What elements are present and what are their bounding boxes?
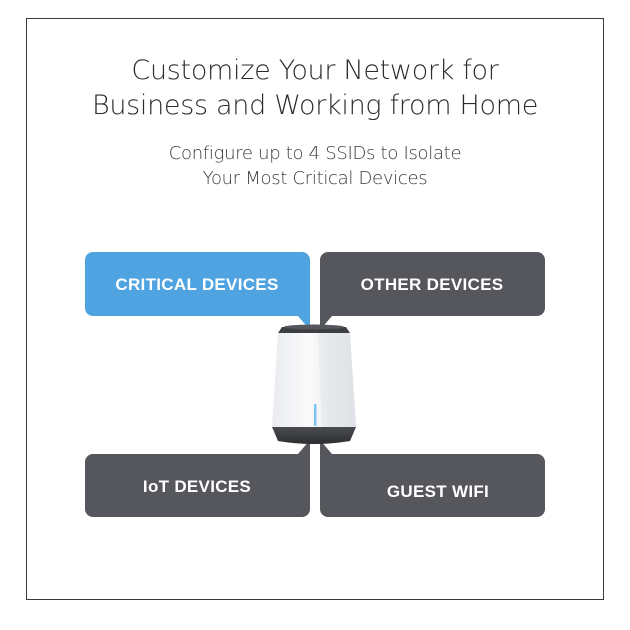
- ssid-bubble-iot-devices: IoT DEVICES: [85, 440, 310, 517]
- bubble-label: GUEST WIFI: [387, 482, 489, 501]
- bubble-label: OTHER DEVICES: [361, 275, 504, 294]
- bubble-shape: [85, 440, 310, 517]
- title-line-2: Business and Working from Home: [91, 90, 539, 121]
- router-status-led: [314, 404, 317, 426]
- router-body-shade: [318, 333, 356, 427]
- ssid-bubble-critical-devices: CRITICAL DEVICES: [85, 252, 310, 330]
- subtitle-line-2: Your Most Critical Devices: [202, 168, 428, 189]
- router-base: [272, 427, 356, 444]
- bubble-label: CRITICAL DEVICES: [115, 275, 278, 294]
- bubble-label: IoT DEVICES: [143, 477, 251, 496]
- router-top-vent: [284, 324, 344, 330]
- bubble-shape: [320, 252, 545, 330]
- ssid-bubble-other-devices: OTHER DEVICES: [320, 252, 545, 330]
- mesh-router-icon: [272, 324, 356, 444]
- bubble-shape: [320, 440, 545, 517]
- ssid-bubble-guest-wifi: GUEST WIFI: [320, 440, 545, 517]
- title-line-1: Customize Your Network for: [131, 55, 499, 86]
- bubble-shape: [85, 252, 310, 330]
- subtitle-line-1: Configure up to 4 SSIDs to Isolate: [168, 143, 462, 164]
